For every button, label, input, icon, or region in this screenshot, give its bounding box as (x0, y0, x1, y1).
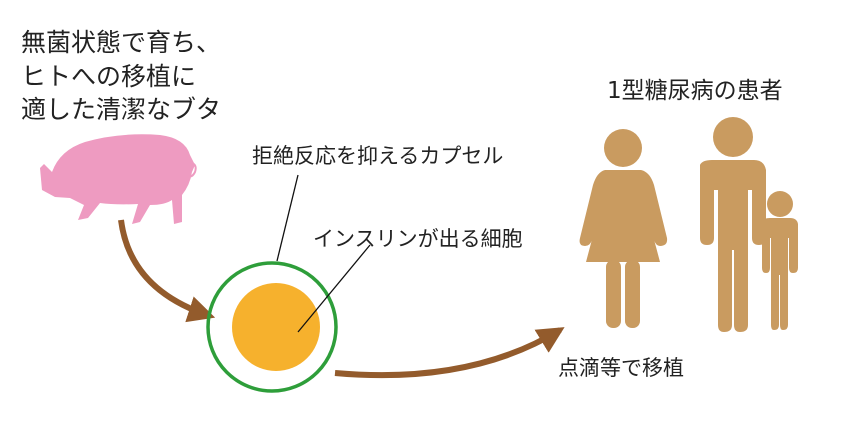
pig-caption-line-3: 適した清潔なブタ (21, 95, 222, 124)
capsule-circle (206, 261, 338, 393)
pig-caption-line-1: 無菌状態で育ち、 (21, 28, 222, 57)
capsule-leader-line (276, 174, 299, 262)
people-icon (579, 117, 798, 332)
man-icon (700, 117, 766, 332)
insulin-cell-circle (232, 283, 320, 371)
patients-label: 1型糖尿病の患者 (607, 78, 783, 104)
arrow-pig-to-capsule (118, 219, 216, 323)
pig-icon (40, 134, 197, 224)
cell-leader-line (297, 244, 371, 333)
child-icon (762, 191, 798, 330)
woman-icon (579, 129, 668, 328)
capsule-label: 拒絶反応を抑えるカプセル (252, 144, 504, 168)
arrow-capsule-to-patients (334, 327, 565, 379)
cell-label: インスリンが出る細胞 (313, 227, 523, 251)
transplant-label: 点滴等で移植 (558, 356, 684, 380)
pig-caption-line-2: ヒトへの移植に (21, 62, 197, 91)
